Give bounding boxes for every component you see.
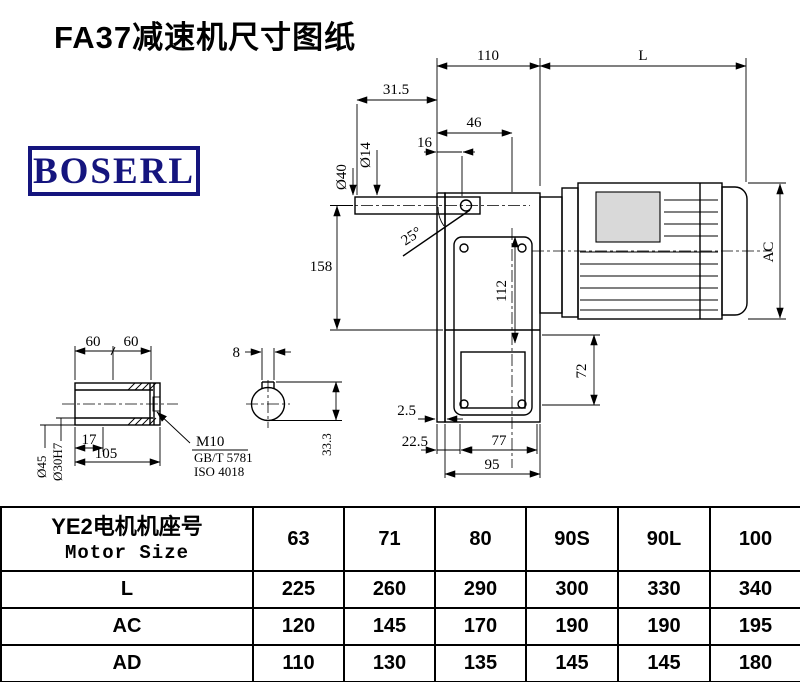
table-cell: 110 <box>252 644 345 682</box>
standard-gb-label: GB/T 5781 <box>194 450 253 465</box>
dim-31-5-label: 31.5 <box>383 82 409 98</box>
brand-logo-text: BOSERL <box>32 150 196 192</box>
dim-158-label: 158 <box>310 259 333 275</box>
row-label: AC <box>0 607 254 646</box>
dim-L-label: L <box>638 48 647 64</box>
table-cell-size: 100 <box>709 506 800 572</box>
dim-60b-label: 60 <box>124 334 139 350</box>
dim-95-label: 95 <box>485 457 500 473</box>
section-hatching <box>127 382 157 426</box>
table-cell: 180 <box>709 644 800 682</box>
brand-logo-box: BOSERL <box>28 146 200 196</box>
shaft-dimension-lines <box>40 346 248 466</box>
dim-22-5-label: 22.5 <box>402 434 428 450</box>
table-cell-size: 90L <box>617 506 711 572</box>
motor-size-header-en: Motor Size <box>64 541 190 564</box>
thread-m10-label: M10 <box>196 434 224 450</box>
row-label: L <box>0 570 254 609</box>
dia-30h7-label: Ø30H7 <box>50 442 65 481</box>
gearbox-outline <box>354 192 541 423</box>
table-cell-size: 71 <box>343 506 436 572</box>
dim-2-5-label: 2.5 <box>397 403 416 419</box>
table-cell: 225 <box>252 570 345 609</box>
motor-size-header-cn: YE2电机机座号 <box>51 514 203 540</box>
dim-60a-label: 60 <box>86 334 101 350</box>
dim-105-label: 105 <box>95 446 118 462</box>
motor-outline <box>539 182 748 320</box>
dimension-drawing: 110 L 31.5 46 16 Ø40 Ø14 25° 158 112 AC … <box>34 48 786 481</box>
dim-8-label: 8 <box>233 345 241 361</box>
standard-iso-label: ISO 4018 <box>194 464 244 479</box>
dim-110-label: 110 <box>477 48 499 64</box>
table-cell: 135 <box>434 644 527 682</box>
table-cell-size: 63 <box>252 506 345 572</box>
dia-14-label: Ø14 <box>358 142 374 168</box>
table-cell: 290 <box>434 570 527 609</box>
dim-46-label: 46 <box>467 115 483 131</box>
row-label: AD <box>0 644 254 682</box>
dim-16-label: 16 <box>417 135 433 151</box>
motor-size-table: YE2电机机座号 Motor Size 63 71 80 90S 90L 100… <box>0 506 800 682</box>
main-dimension-lines <box>330 58 786 478</box>
table-cell: 195 <box>709 607 800 646</box>
dim-112-label: 112 <box>494 280 510 302</box>
table-cell: 145 <box>525 644 619 682</box>
table-cell: 330 <box>617 570 711 609</box>
table-cell: 300 <box>525 570 619 609</box>
table-cell-size: 80 <box>434 506 527 572</box>
dim-AC-label: AC <box>761 242 777 263</box>
table-cell: 120 <box>252 607 345 646</box>
motor-fins <box>580 199 718 311</box>
table-cell: 190 <box>617 607 711 646</box>
page-title: FA37减速机尺寸图纸 <box>54 20 357 55</box>
dim-77-label: 77 <box>492 433 508 449</box>
table-cell: 340 <box>709 570 800 609</box>
table-row-AD: AD 110 130 135 145 145 180 <box>0 644 800 682</box>
table-row-L: L 225 260 290 300 330 340 <box>0 570 800 609</box>
table-cell: 260 <box>343 570 436 609</box>
table-header-row: YE2电机机座号 Motor Size 63 71 80 90S 90L 100 <box>0 506 800 572</box>
table-cell: 190 <box>525 607 619 646</box>
table-cell: 170 <box>434 607 527 646</box>
dim-72-label: 72 <box>574 364 590 379</box>
table-cell-size: 90S <box>525 506 619 572</box>
dia-40-label: Ø40 <box>334 164 350 190</box>
table-cell: 145 <box>343 607 436 646</box>
dia-45-label: Ø45 <box>34 456 49 478</box>
dim-17-label: 17 <box>82 432 98 448</box>
table-cell: 145 <box>617 644 711 682</box>
table-cell: 130 <box>343 644 436 682</box>
shaft-side-view <box>62 382 178 426</box>
dim-33-3-label: 33.3 <box>319 433 334 456</box>
table-header-cell: YE2电机机座号 Motor Size <box>0 506 254 572</box>
angle-25-label: 25° <box>399 224 425 249</box>
table-row-AC: AC 120 145 170 190 190 195 <box>0 607 800 646</box>
centerlines <box>340 205 772 468</box>
end-view-dimension-lines <box>245 348 342 421</box>
